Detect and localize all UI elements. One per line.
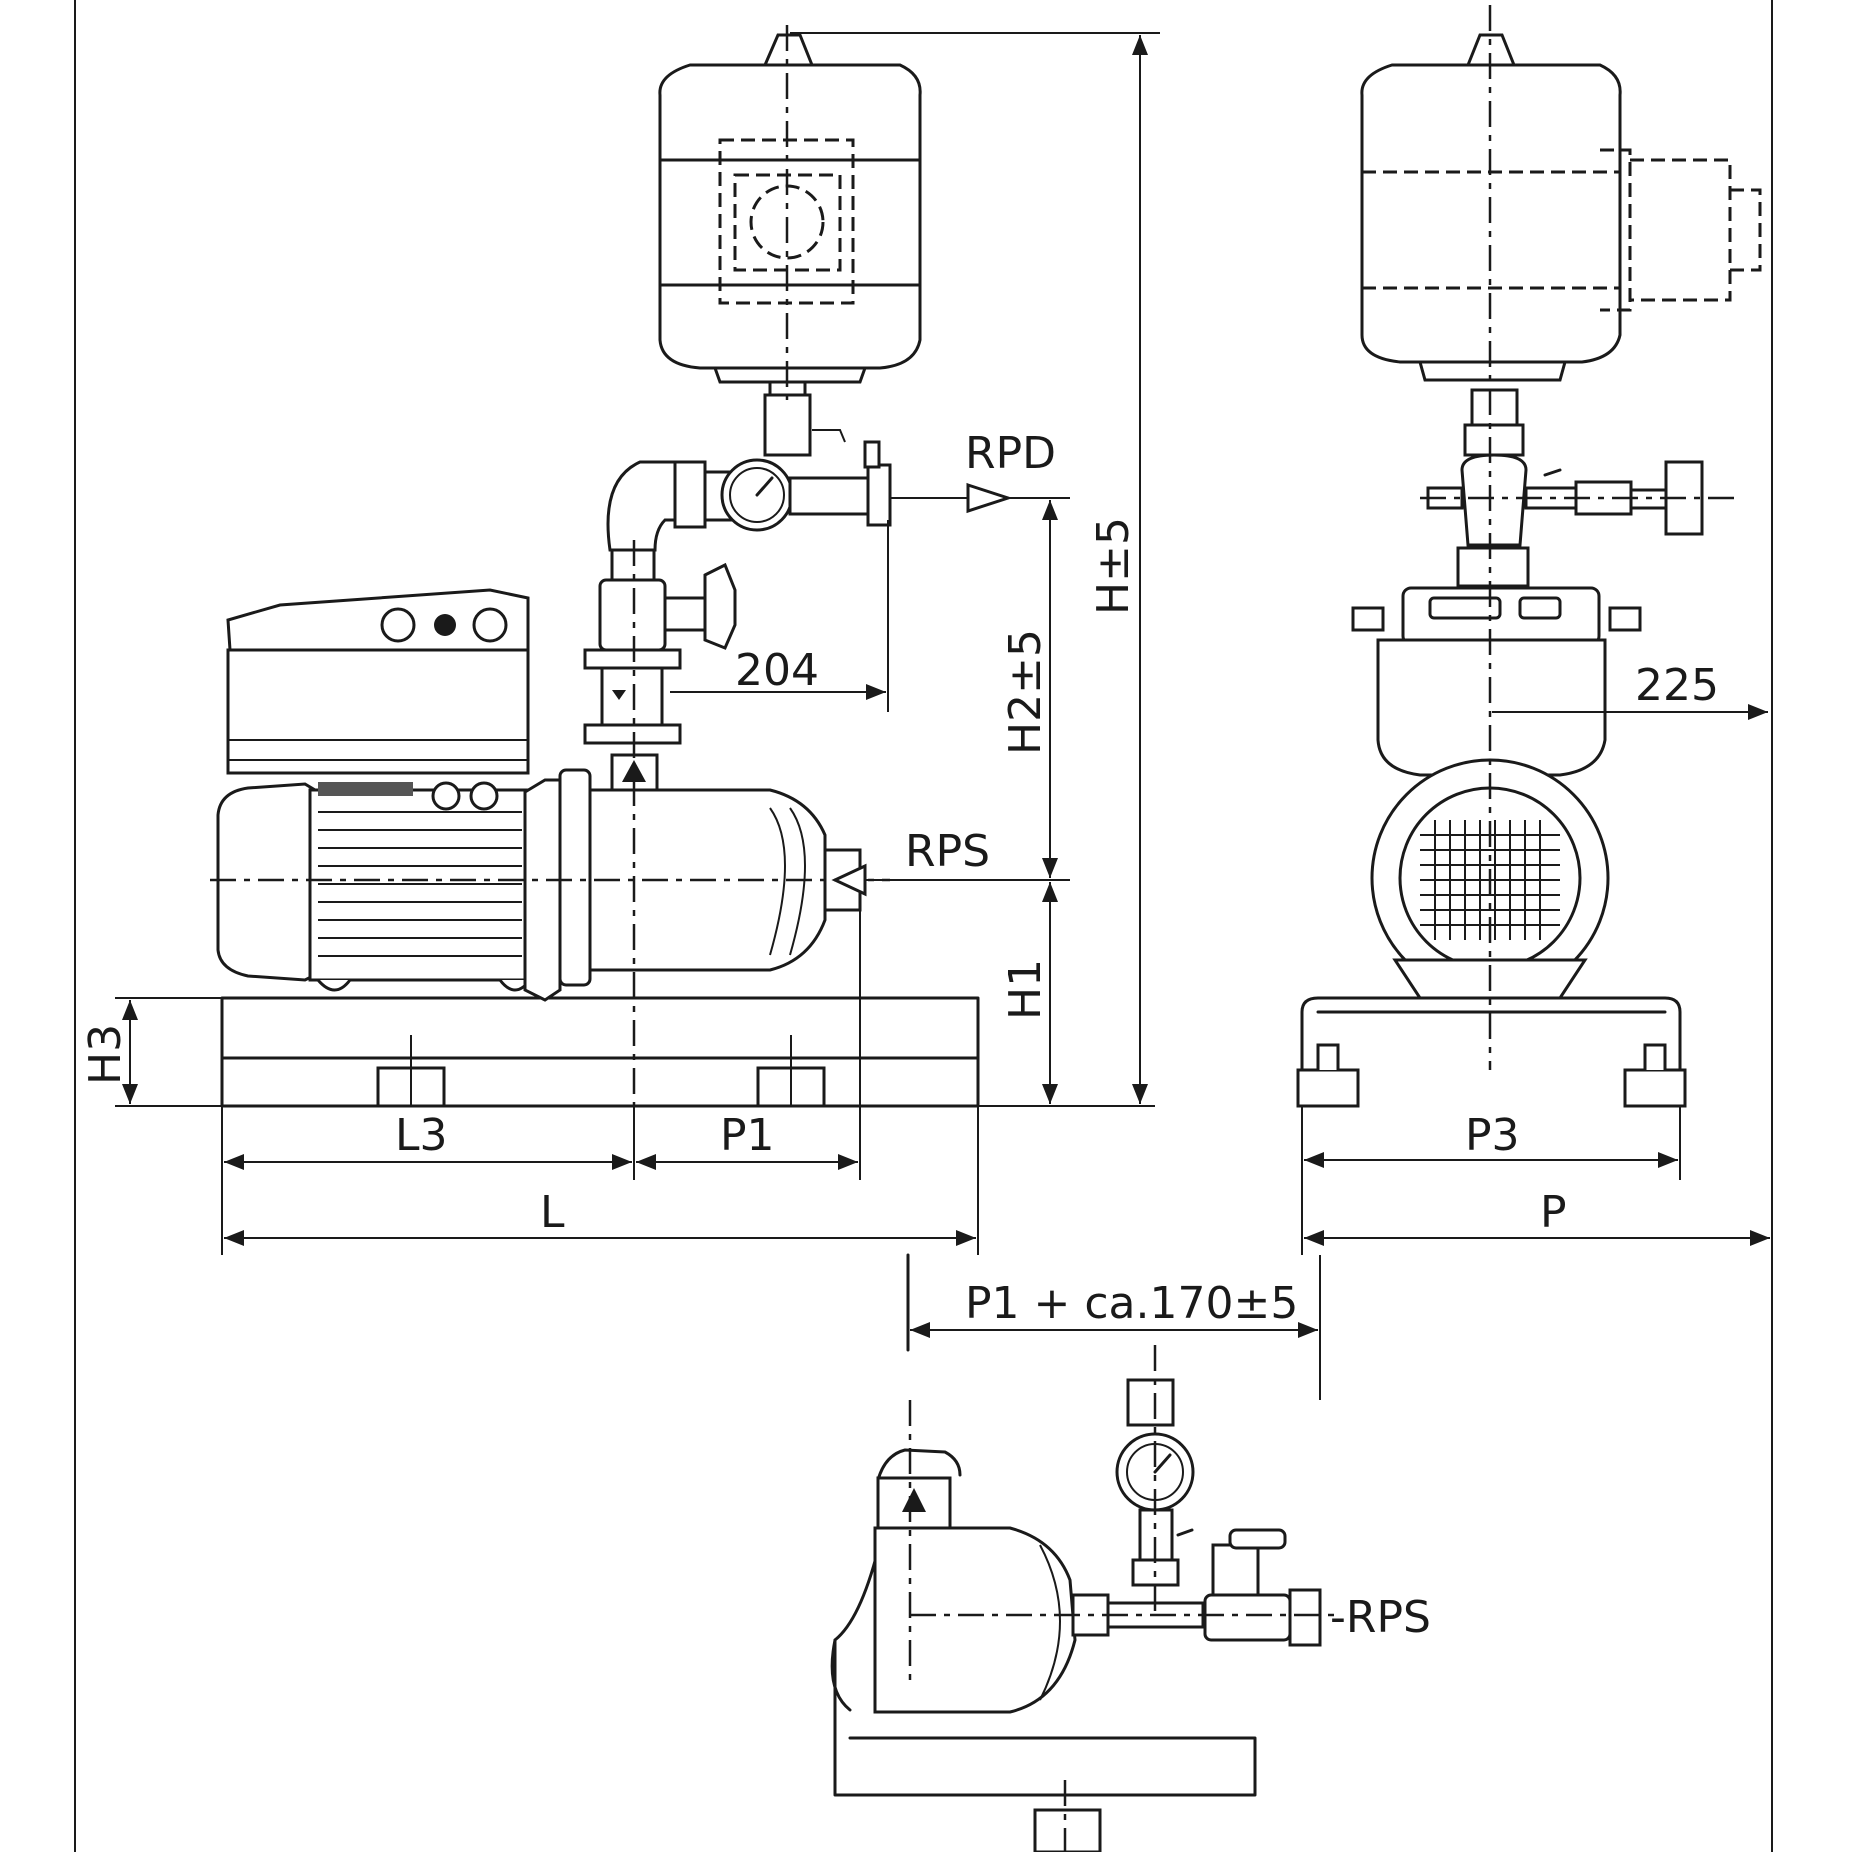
detail-view: P1 + ca.170±5 -RPS <box>830 1253 1431 1852</box>
p3-label: P3 <box>1465 1110 1520 1161</box>
indicator-led-icon <box>434 614 456 636</box>
front-base-frame <box>220 996 980 1108</box>
elbow-coupling <box>673 460 707 529</box>
detail-base-frame <box>833 1638 1257 1797</box>
riser-flange <box>583 723 682 745</box>
side-vessel-valve-cap <box>1465 33 1517 67</box>
detail-valve-top <box>1126 1378 1175 1427</box>
expansion-vessel <box>658 63 922 370</box>
vessel-base-ring <box>712 366 868 384</box>
side-valve-body <box>1456 546 1530 588</box>
motor-end-cap <box>216 782 317 982</box>
pressure-switch <box>863 440 881 469</box>
side-base-frame <box>1300 996 1682 1072</box>
detail-flange-outline <box>876 1448 962 1482</box>
rps-arrow-icon <box>831 863 867 897</box>
rpd-label: RPD <box>965 428 1056 479</box>
h3-label: H3 <box>80 1024 131 1085</box>
control-knob-icon <box>472 607 508 643</box>
discharge-flange <box>866 463 892 527</box>
terminal-screw-icon <box>431 781 461 811</box>
detail-valve-flange <box>1288 1588 1322 1647</box>
detail-motor-outline <box>830 1478 880 1712</box>
p1-label: P1 <box>720 1110 775 1161</box>
h-total-label: H±5 <box>1088 517 1139 615</box>
riser-flange <box>583 648 682 670</box>
pump-flange-ring <box>558 768 592 987</box>
rpd-arrow-icon <box>966 482 1013 514</box>
vessel-connector <box>763 393 812 457</box>
pump-flange <box>523 778 562 1002</box>
side-anchor-bolt <box>1643 1043 1667 1070</box>
side-tee-fitting <box>1460 453 1528 547</box>
pipe-elbow <box>606 460 697 552</box>
rps-label: RPS <box>905 826 990 877</box>
side-anchor-bolt <box>1316 1043 1340 1070</box>
l3-label: L3 <box>395 1110 448 1161</box>
controller-box <box>226 648 530 775</box>
h2-label: H2±5 <box>1000 629 1051 755</box>
side-vessel-base-ring <box>1418 360 1567 382</box>
side-foot-left <box>1296 1068 1360 1108</box>
detail-valve-handwheel <box>1211 1543 1260 1597</box>
dim-225-label: 225 <box>1635 660 1719 711</box>
control-knob-icon <box>380 607 416 643</box>
p1-extension-label: P1 + ca.170±5 <box>965 1278 1298 1329</box>
p-label: P <box>1540 1187 1567 1238</box>
valve-stem <box>663 596 707 632</box>
rps-top-view-label: -RPS <box>1330 1592 1431 1643</box>
dim-204-label: 204 <box>735 645 819 696</box>
vessel-valve-cap <box>762 33 815 67</box>
ball-valve-body <box>598 578 667 652</box>
side-view: 225 P3 P <box>1296 5 1770 1255</box>
l-label: L <box>540 1187 565 1238</box>
fan-grille-icon <box>1420 820 1560 940</box>
check-valve <box>600 666 664 727</box>
h1-label: H1 <box>1000 959 1051 1020</box>
valve-handwheel <box>703 562 737 650</box>
detail-valve-body <box>1203 1593 1292 1642</box>
motor-foot <box>316 978 352 992</box>
terminal-screw-icon <box>469 781 499 811</box>
side-controller-box <box>1376 638 1607 777</box>
side-foot-right <box>1623 1068 1687 1108</box>
detail-pump-housing <box>873 1526 1077 1714</box>
front-view: RPD RPS 204 H±5 H2±5 H1 H3 L3 P1 <box>80 25 1160 1255</box>
detail-foot <box>1033 1808 1102 1852</box>
